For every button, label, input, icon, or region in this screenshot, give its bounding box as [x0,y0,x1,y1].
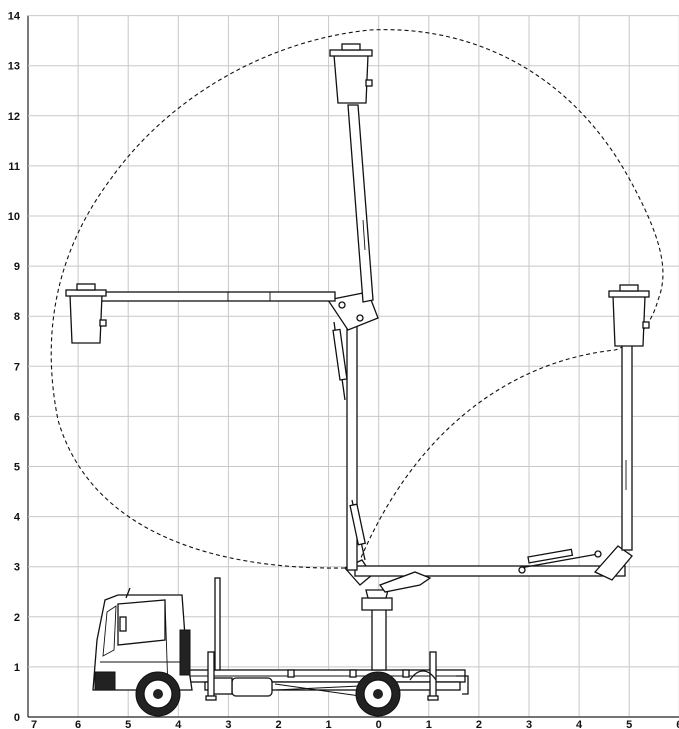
y-tick-label: 8 [14,311,20,323]
y-tick-label: 2 [14,612,20,624]
y-tick-label: 5 [14,462,20,474]
upper-boom-top [347,104,374,303]
lower-boom-horizontal [343,545,633,593]
axis-ticks: 7654321012345601234567891011121314 [8,11,679,729]
rear-wheel [355,671,401,717]
y-tick-label: 1 [14,662,20,674]
truck-chassis [184,651,469,701]
x-tick-label: 3 [225,719,231,729]
x-tick-label: 1 [426,719,432,729]
turret [371,604,387,671]
x-tick-label: 4 [175,719,182,729]
aerial-boom [99,104,633,671]
x-tick-label: 5 [125,719,131,729]
y-tick-label: 4 [14,512,21,524]
y-tick-label: 9 [14,261,20,273]
y-tick-label: 3 [14,562,20,574]
truck [92,577,469,717]
x-tick-label: 5 [626,719,632,729]
x-tick-label: 4 [576,719,583,729]
x-tick-label: 6 [676,719,679,729]
x-tick-label: 0 [376,719,382,729]
x-tick-label: 2 [476,719,482,729]
y-tick-label: 14 [8,11,21,23]
y-tick-label: 13 [8,61,20,73]
y-tick-label: 0 [14,712,20,724]
working-envelope [50,29,664,569]
y-tick-label: 11 [8,161,20,173]
y-tick-label: 7 [14,361,20,373]
y-tick-label: 12 [8,111,20,123]
y-tick-label: 10 [8,211,20,223]
x-tick-label: 2 [275,719,281,729]
x-tick-label: 7 [31,719,37,729]
x-tick-label: 3 [526,719,532,729]
x-tick-label: 1 [326,719,332,729]
work-basket-left [65,283,107,344]
exhaust-stack [214,577,221,671]
jib-left [99,291,336,302]
y-tick-label: 6 [14,411,20,423]
front-wheel [135,671,181,717]
work-basket-top [329,43,373,104]
work-basket-right [608,284,650,347]
x-tick-label: 6 [75,719,81,729]
upper-boom-right [621,344,633,551]
truck-cab [92,587,193,691]
